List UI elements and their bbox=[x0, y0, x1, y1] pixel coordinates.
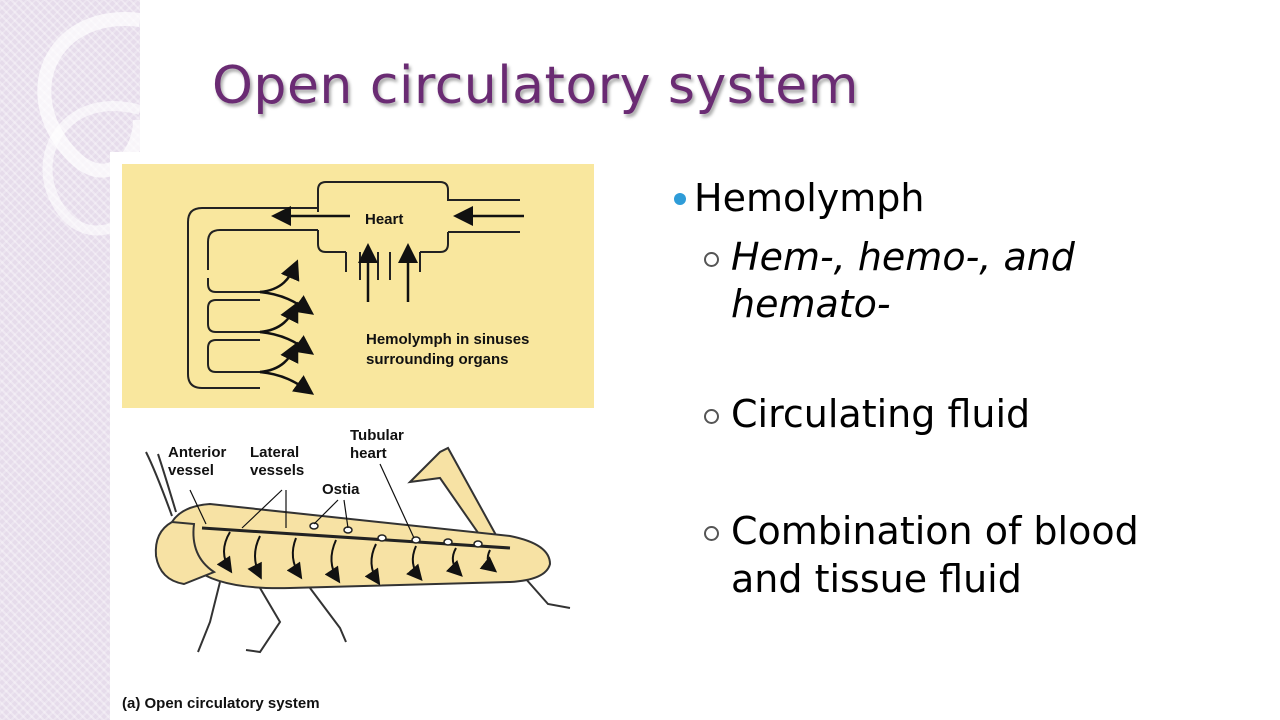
sub-bullet-prefixes-line1: Hem-, hemo-, and bbox=[731, 234, 1075, 279]
schematic-panel bbox=[122, 164, 594, 408]
flow-arrows bbox=[259, 206, 524, 395]
bullet-list: Hemolymph Hem-, hemo-, and hemato- Circu… bbox=[672, 176, 1232, 603]
sinus-label-line2: surrounding organs bbox=[366, 351, 509, 368]
slide-title: Open circulatory system bbox=[212, 56, 859, 116]
sub-bullet-combination-line2: and tissue fluid bbox=[731, 556, 1022, 601]
schematic-vessels bbox=[187, 181, 520, 389]
sub-bullet-ring-icon bbox=[704, 251, 719, 267]
ostia-label: Ostia bbox=[322, 481, 360, 498]
grasshopper-illustration: Anterior vessel Lateral vessels Tubular … bbox=[145, 427, 571, 654]
sub-bullet-combination-text: Combination of blood and tissue fluid bbox=[731, 508, 1139, 603]
sub-bullet-prefixes: Hem-, hemo-, and hemato- bbox=[704, 234, 1232, 329]
bullet-hemolymph: Hemolymph bbox=[672, 176, 1232, 222]
sub-bullet-combination-line1: Combination of blood bbox=[731, 509, 1139, 554]
sub-bullet-prefixes-line2: hemato- bbox=[731, 282, 891, 327]
sub-bullet-circulating-text: Circulating fluid bbox=[731, 391, 1031, 436]
figure-caption: (a) Open circulatory system bbox=[122, 695, 320, 712]
sub-bullet-ring-icon bbox=[704, 408, 719, 424]
sub-bullet-combination: Combination of blood and tissue fluid bbox=[704, 508, 1232, 603]
anterior-vessel-label-line1: Anterior bbox=[168, 444, 227, 461]
sub-bullet-ring-icon bbox=[704, 526, 719, 542]
sub-bullet-circulating: Circulating fluid bbox=[704, 391, 1232, 439]
lateral-vessels-label-line1: Lateral bbox=[250, 444, 299, 461]
tubular-heart-label-line2: heart bbox=[350, 445, 387, 462]
sinus-label-line1: Hemolymph in sinuses bbox=[366, 331, 529, 348]
circulatory-diagram: Heart Hemolymph in sinuses surrounding o… bbox=[122, 164, 594, 712]
lateral-vessels-label-line2: vessels bbox=[250, 462, 304, 479]
heart-label: Heart bbox=[365, 211, 403, 228]
tubular-heart-label-line1: Tubular bbox=[350, 427, 404, 444]
bullet-hemolymph-text: Hemolymph bbox=[694, 176, 925, 220]
bullet-dot-icon bbox=[674, 192, 686, 205]
circulatory-figure: Heart Hemolymph in sinuses surrounding o… bbox=[110, 152, 605, 720]
sub-bullet-prefixes-text: Hem-, hemo-, and hemato- bbox=[731, 234, 1075, 329]
anterior-vessel-label-line2: vessel bbox=[168, 462, 214, 479]
